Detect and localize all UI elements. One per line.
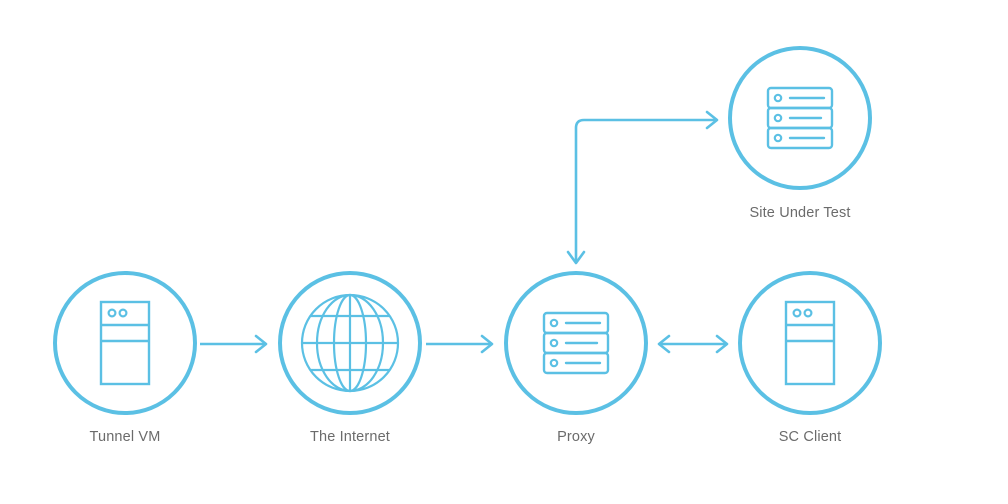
node-site-under-test[interactable] — [728, 46, 872, 190]
node-tunnel-vm[interactable] — [53, 271, 197, 415]
tower-body — [99, 300, 151, 386]
tower-led-1 — [792, 308, 802, 318]
connector-proxy-to-sc-client — [657, 334, 729, 354]
node-label-sc-client: SC Client — [778, 429, 842, 445]
arrowhead-right-icon — [705, 110, 719, 130]
rack-unit-3 — [542, 351, 610, 375]
connector-proxy-to-site-under-test — [566, 110, 719, 265]
server-tower-icon — [784, 300, 836, 386]
node-the-internet[interactable] — [278, 271, 422, 415]
rack-led-1 — [549, 318, 559, 328]
rack-led-1 — [773, 93, 783, 103]
tower-led-2 — [803, 308, 813, 318]
node-circle — [53, 271, 197, 415]
server-tower-icon — [99, 300, 151, 386]
arrowhead-right-icon — [254, 334, 268, 354]
connector-elbow-path — [574, 118, 716, 262]
node-circle — [738, 271, 882, 415]
tower-body — [784, 300, 836, 386]
arrowhead-left-icon — [657, 334, 671, 354]
arrowhead-right-icon — [480, 334, 494, 354]
rack-led-2 — [549, 338, 559, 348]
arrowhead-right-icon — [715, 334, 729, 354]
node-label-site-under-test: Site Under Test — [749, 205, 851, 221]
rack-led-3 — [549, 358, 559, 368]
globe-icon — [300, 293, 400, 393]
rack-led-2 — [773, 113, 783, 123]
server-rack-icon — [766, 86, 834, 150]
server-rack-icon — [542, 311, 610, 375]
node-sc-client[interactable] — [738, 271, 882, 415]
tower-led-1 — [107, 308, 117, 318]
rack-unit-3 — [766, 126, 834, 150]
connector-internet-to-proxy — [426, 334, 494, 354]
connector-tunnel-vm-to-internet — [200, 334, 268, 354]
arrowhead-down-icon — [566, 250, 586, 265]
node-proxy[interactable] — [504, 271, 648, 415]
rack-led-3 — [773, 133, 783, 143]
node-label-proxy: Proxy — [557, 429, 595, 445]
tower-led-2 — [118, 308, 128, 318]
node-label-the-internet: The Internet — [310, 429, 390, 445]
node-label-tunnel-vm: Tunnel VM — [89, 429, 161, 445]
